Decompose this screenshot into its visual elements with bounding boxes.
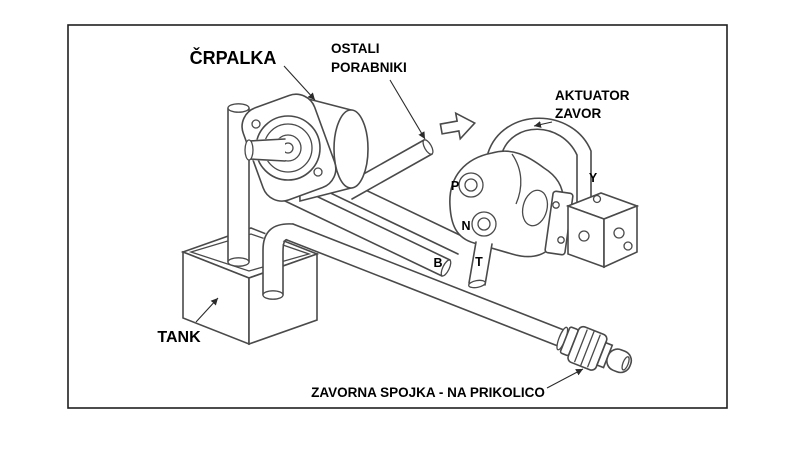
pump-leader-line	[283, 65, 316, 101]
actuator-label-line1: AKTUATOR	[555, 88, 630, 103]
coupling-leader-line	[546, 368, 584, 389]
trailer-line-pipe-drawing	[286, 223, 570, 349]
leader-lines	[195, 65, 584, 389]
labels: ČRPALKA OSTALI PORABNIKI AKTUATOR ZAVOR …	[157, 41, 629, 400]
tank-label: TANK	[157, 329, 201, 346]
pump-drawing	[241, 93, 369, 203]
consumers-label-line1: OSTALI	[331, 41, 380, 56]
tank-to-valve-pipe-drawing	[284, 184, 452, 277]
consumers-label-line2: PORABNIKI	[331, 60, 407, 75]
actuator-label-line2: ZAVOR	[555, 106, 601, 121]
port-label-b: B	[433, 256, 442, 270]
pump-shaft	[249, 138, 285, 162]
actuator-pipe-drawing	[487, 115, 592, 205]
trailer-coupling-drawing	[556, 325, 633, 374]
coupling-label: ZAVORNA SPOJKA - NA PRIKOLICO	[311, 385, 545, 400]
port-label-t: T	[475, 255, 483, 269]
flow-arrow-icon	[439, 111, 477, 141]
port-label-n: N	[461, 219, 470, 233]
consumers-leader-line	[389, 79, 426, 140]
tank-drawing	[180, 227, 320, 346]
tank-leader-line	[195, 297, 219, 323]
actuator-leader-line	[533, 121, 553, 128]
port-y-circle	[592, 194, 602, 204]
valve-block-drawing	[449, 150, 564, 258]
port-label-p: P	[451, 179, 459, 193]
port-label-y: Y	[589, 171, 598, 185]
t-port-stub-drawing	[468, 241, 493, 289]
actuator-block-drawing	[565, 192, 640, 269]
pump-label: ČRPALKA	[190, 47, 277, 68]
